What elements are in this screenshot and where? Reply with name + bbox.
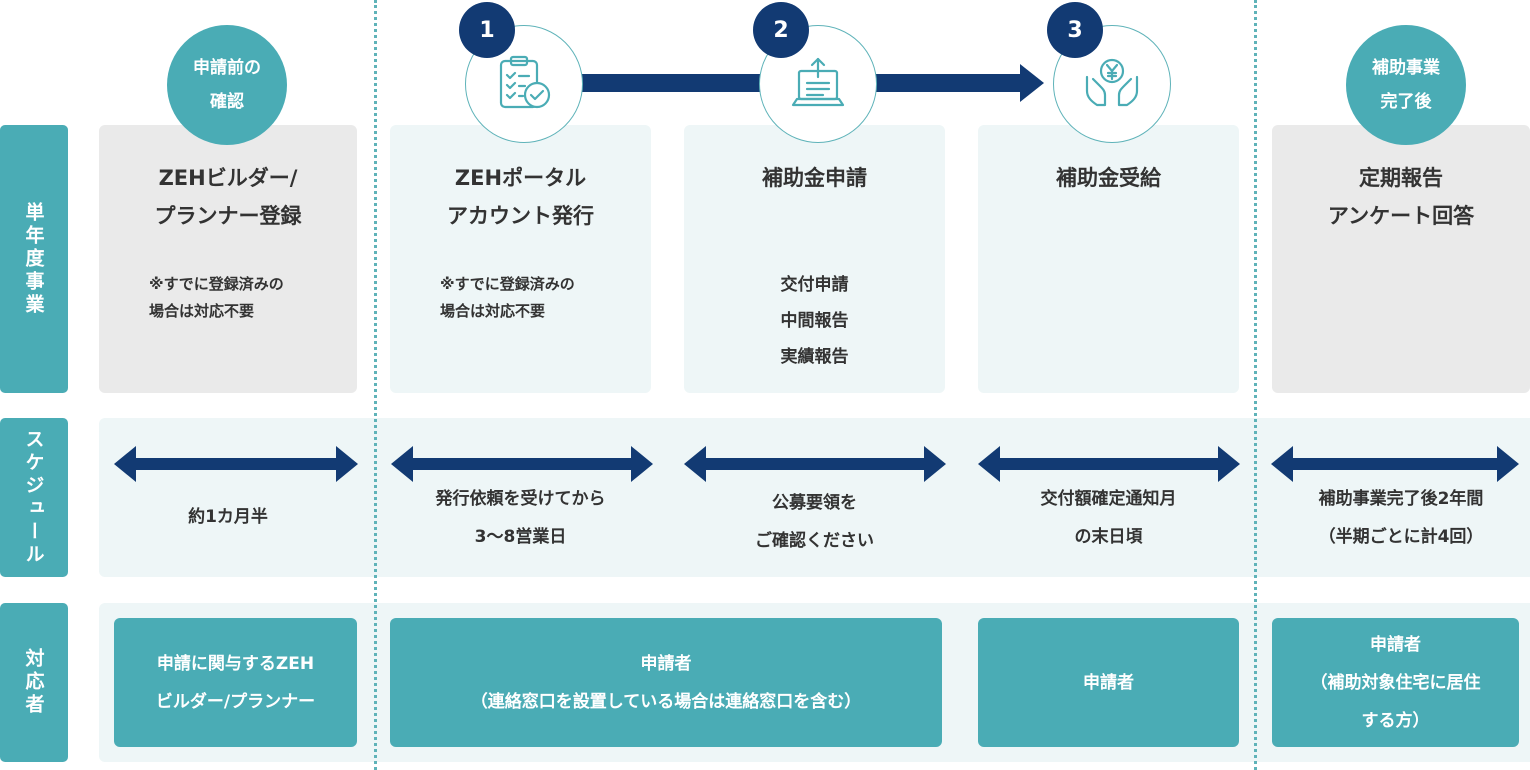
step-title: 定期報告 アンケート回答: [1327, 166, 1475, 228]
schedule-text-5: 補助事業完了後2年間 （半期ごとに計4回）: [1318, 489, 1484, 547]
step-card-portal-account: ZEHポータル アカウント発行 ※すでに登録済みの 場合は対応不要: [390, 125, 651, 393]
row-label-schedule: スケジュール: [0, 418, 68, 577]
yen-hands-icon: [1085, 58, 1139, 107]
responder-applicant-contact: 申請者 （連絡窓口を設置している場合は連絡窓口を含む）: [390, 618, 942, 747]
step-title: ZEHビルダー/ プランナー登録: [154, 166, 302, 228]
schedule-arrow-3: [684, 446, 946, 482]
row-label-annual-text: 単年度事業: [22, 201, 45, 317]
responder-builder-text: 申請に関与するZEH ビルダー/プランナー: [155, 653, 316, 712]
step-card-subsidy-application: 補助金申請 交付申請 中間報告 実績報告: [684, 125, 945, 393]
schedule-arrow-1: [114, 446, 358, 482]
row-label-responder: 対応者: [0, 603, 68, 762]
badge-pre-application: 申請前の 確認: [167, 25, 287, 145]
row-label-schedule-text: スケジュール: [22, 428, 45, 567]
step-note: ※すでに登録済みの 場合は対応不要: [440, 275, 575, 320]
responder-resident-text: 申請者 （補助対象住宅に居住 する方）: [1310, 634, 1481, 731]
schedule-text-2: 発行依頼を受けてから 3〜8営業日: [435, 489, 606, 547]
row-label-annual: 単年度事業: [0, 125, 68, 393]
responder-applicant: 申請者: [978, 618, 1239, 747]
step-title: ZEHポータル アカウント発行: [447, 166, 594, 228]
schedule-arrow-2: [391, 446, 653, 482]
row-label-responder-text: 対応者: [22, 648, 45, 717]
step-card-builder-registration: ZEHビルダー/ プランナー登録 ※すでに登録済みの 場合は対応不要: [99, 125, 357, 393]
schedule-arrow-5: [1271, 446, 1519, 482]
responder-applicant-text: 申請者: [1083, 672, 1134, 693]
divider-pre: [374, 0, 377, 770]
responder-applicant-contact-text: 申請者 （連絡窓口を設置している場合は連絡窓口を含む）: [470, 653, 862, 712]
responder-builder: 申請に関与するZEH ビルダー/プランナー: [114, 618, 357, 747]
step-title: 補助金申請: [762, 166, 867, 190]
laptop-upload-icon: [791, 57, 845, 107]
schedule-arrow-4: [978, 446, 1240, 482]
badge-post-completion: 補助事業 完了後: [1346, 25, 1466, 145]
step-card-subsidy-receipt: 補助金受給: [978, 125, 1239, 393]
step-list: 交付申請 中間報告 実績報告: [780, 275, 849, 367]
step-number-2: 2: [753, 2, 809, 58]
step-title: 補助金受給: [1056, 166, 1161, 190]
schedule-text-4: 交付額確定通知月 の末日頃: [1040, 489, 1177, 547]
step-number-1: 1: [459, 2, 515, 58]
schedule-band: [99, 418, 1530, 577]
step-number-3: 3: [1047, 2, 1103, 58]
step-card-periodic-report: 定期報告 アンケート回答: [1272, 125, 1530, 393]
responder-resident: 申請者 （補助対象住宅に居住 する方）: [1272, 618, 1519, 747]
divider-post: [1254, 0, 1257, 770]
schedule-text-1: 約1カ月半: [188, 507, 268, 527]
step-note: ※すでに登録済みの 場合は対応不要: [149, 275, 284, 320]
schedule-text-3: 公募要領を ご確認ください: [755, 493, 874, 551]
checklist-clipboard-icon: [499, 55, 551, 109]
